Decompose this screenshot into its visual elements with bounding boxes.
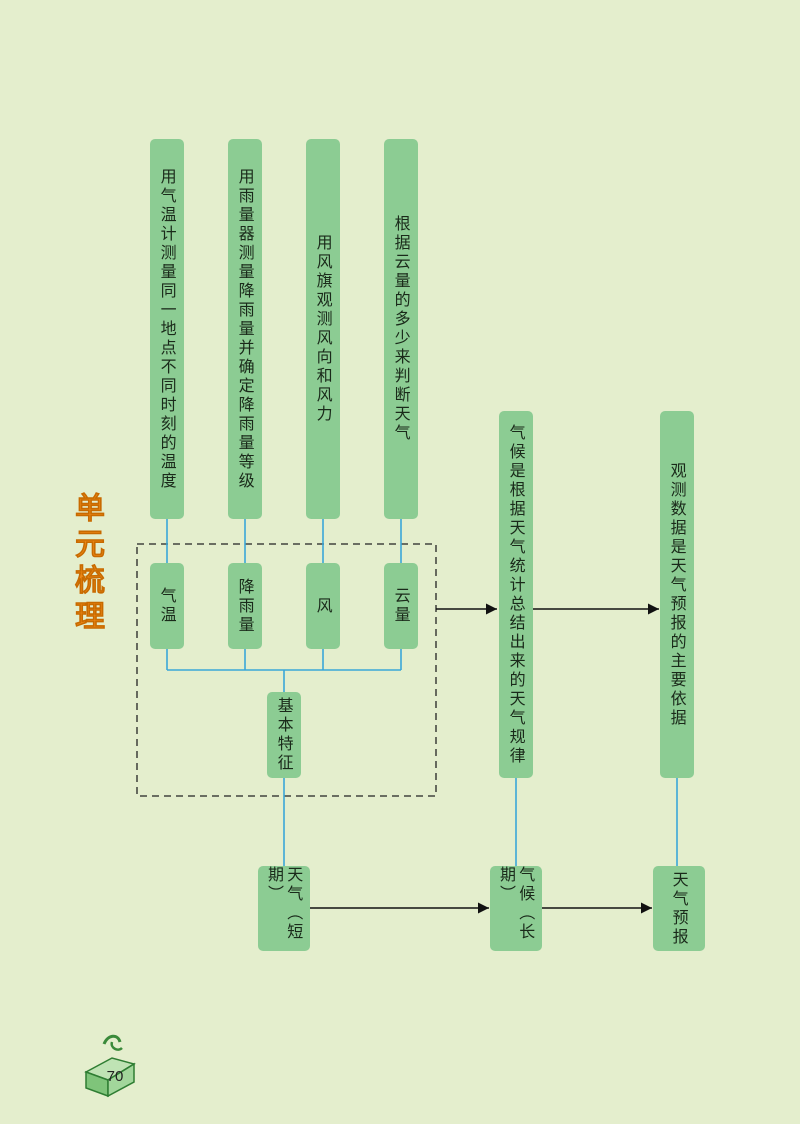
observation-box-wind: 用风旗观测风向和风力 (306, 139, 340, 519)
weather-box: 天气（短期） (258, 866, 310, 951)
forecast-description-box: 观测数据是天气预报的主要依据 (660, 411, 694, 778)
feature-label: 云量 (391, 587, 411, 625)
observation-text: 用气温计测量同一地点不同时刻的温度 (157, 167, 177, 491)
observation-box-temperature: 用气温计测量同一地点不同时刻的温度 (150, 139, 184, 519)
observation-text: 用风旗观测风向和风力 (313, 234, 333, 424)
forecast-description: 观测数据是天气预报的主要依据 (667, 461, 687, 728)
feature-box-cloud: 云量 (384, 563, 418, 649)
basic-features-box: 基本特征 (267, 692, 301, 778)
climate-label: 气候（长期） (497, 866, 536, 942)
feature-box-temperature: 气温 (150, 563, 184, 649)
climate-description: 气候是根据天气统计总结出来的天气规律 (506, 423, 526, 766)
page-number: 70 (106, 1068, 124, 1085)
weather-label: 天气（短期） (265, 866, 304, 942)
feature-group-frame (136, 543, 437, 797)
feature-box-rainfall: 降雨量 (228, 563, 262, 649)
feature-box-wind: 风 (306, 563, 340, 649)
forecast-label: 天气预报 (669, 870, 689, 947)
basic-features-label: 基本特征 (274, 697, 294, 773)
observation-text: 用雨量器测量降雨量并确定降雨量等级 (235, 167, 255, 491)
observation-text: 根据云量的多少来判断天气 (391, 215, 411, 443)
feature-label: 风 (313, 596, 333, 616)
page-badge-icon (84, 1034, 136, 1098)
feature-label: 降雨量 (235, 577, 255, 635)
climate-box: 气候（长期） (490, 866, 542, 951)
feature-label: 气温 (157, 587, 177, 625)
forecast-box: 天气预报 (653, 866, 705, 951)
page-title: 单元梳理 (69, 492, 105, 637)
observation-box-cloud: 根据云量的多少来判断天气 (384, 139, 418, 519)
observation-box-rainfall: 用雨量器测量降雨量并确定降雨量等级 (228, 139, 262, 519)
climate-description-box: 气候是根据天气统计总结出来的天气规律 (499, 411, 533, 778)
